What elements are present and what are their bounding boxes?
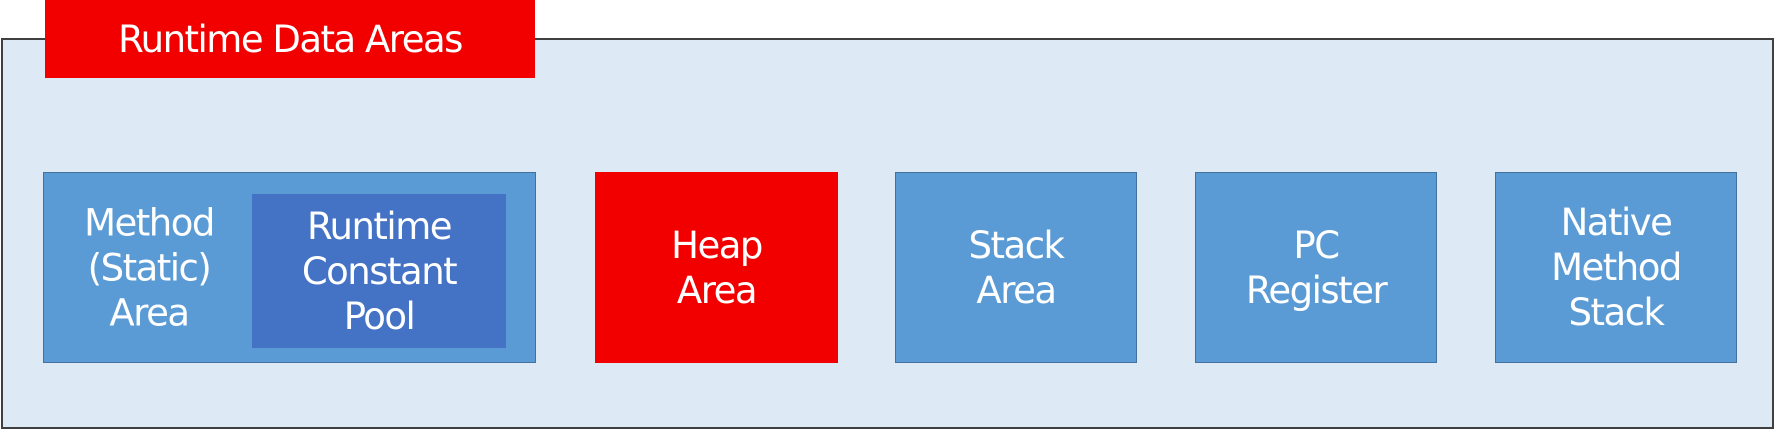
pc-register-label: PC Register <box>1245 223 1388 312</box>
pc-register-box: PC Register <box>1195 172 1437 363</box>
method-area-box: Method (Static) Area Runtime Constant Po… <box>43 172 536 363</box>
title-text: Runtime Data Areas <box>118 17 463 61</box>
runtime-constant-pool-label: Runtime Constant Pool <box>301 204 458 338</box>
stack-area-label: Stack Area <box>968 223 1065 312</box>
method-area-label: Method (Static) Area <box>84 201 215 334</box>
heap-area-box: Heap Area <box>595 172 838 363</box>
heap-area-label: Heap Area <box>671 223 763 312</box>
runtime-constant-pool-box: Runtime Constant Pool <box>252 194 506 348</box>
stack-area-box: Stack Area <box>895 172 1137 363</box>
native-method-stack-label: Native Method Stack <box>1551 201 1682 334</box>
native-method-stack-box: Native Method Stack <box>1495 172 1737 363</box>
title-banner: Runtime Data Areas <box>45 0 535 78</box>
